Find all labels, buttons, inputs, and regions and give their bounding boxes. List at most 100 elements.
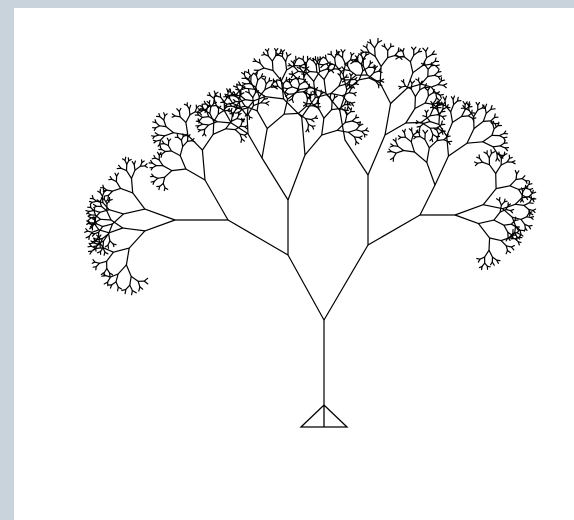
tree-branch bbox=[349, 93, 354, 94]
tree-branch bbox=[436, 66, 438, 69]
tree-branch bbox=[479, 220, 494, 224]
tree-branch bbox=[506, 210, 511, 211]
tree-branch bbox=[412, 81, 415, 83]
tree-branch bbox=[449, 143, 468, 156]
tree-branch bbox=[391, 152, 396, 154]
tree-branch bbox=[223, 100, 224, 103]
tree-branch bbox=[311, 120, 314, 122]
tree-branch bbox=[496, 158, 497, 161]
tree-branch bbox=[375, 48, 376, 57]
tree-branch bbox=[210, 106, 217, 107]
tree-branch bbox=[100, 199, 101, 202]
tree-branch bbox=[298, 80, 300, 85]
tree-branch bbox=[264, 99, 267, 100]
tree-branch bbox=[308, 124, 309, 129]
tree-branch bbox=[453, 117, 462, 123]
tree-branch bbox=[201, 129, 205, 130]
tree-branch bbox=[429, 93, 434, 96]
tree-branch bbox=[101, 219, 112, 220]
tree-branch bbox=[480, 158, 483, 162]
tree-branch bbox=[181, 140, 182, 146]
tree-branch bbox=[355, 79, 357, 80]
tree-branch bbox=[445, 100, 446, 106]
tree-branch bbox=[439, 115, 440, 125]
tree-branch bbox=[244, 71, 245, 74]
tree-branch bbox=[482, 263, 485, 266]
tree-branch bbox=[272, 61, 273, 70]
tree-branch bbox=[375, 66, 377, 68]
tree-branch bbox=[121, 188, 133, 193]
tree-branch bbox=[529, 226, 531, 229]
tree-branch bbox=[384, 44, 385, 47]
tree-branch bbox=[187, 141, 191, 142]
tree-branch bbox=[517, 233, 520, 234]
tree-branch bbox=[369, 52, 375, 56]
tree-branch bbox=[500, 146, 505, 148]
tree-branch bbox=[310, 72, 317, 73]
tree-branch bbox=[178, 137, 181, 140]
tree-branch bbox=[515, 204, 524, 205]
tree-branch bbox=[394, 153, 397, 158]
tree-branch bbox=[437, 108, 438, 111]
tree-branch bbox=[411, 142, 414, 152]
tree-branch bbox=[467, 142, 483, 143]
tree-branch bbox=[436, 93, 437, 98]
tree-branch bbox=[414, 47, 416, 50]
tree-branch bbox=[160, 184, 164, 187]
tree-branch bbox=[151, 181, 154, 182]
tree-branch bbox=[468, 116, 472, 118]
tree-branch bbox=[391, 46, 394, 47]
tree-branch bbox=[411, 89, 415, 97]
tree-branch bbox=[197, 120, 199, 121]
tree-branch bbox=[109, 210, 123, 214]
tree-branch bbox=[226, 129, 235, 130]
tree-branch bbox=[249, 73, 251, 76]
tree-branch bbox=[102, 207, 107, 211]
tree-branch bbox=[404, 129, 405, 132]
tree-branch bbox=[160, 117, 164, 120]
tree-branch bbox=[451, 112, 453, 123]
tree-branch bbox=[158, 177, 165, 178]
tree-branch bbox=[504, 225, 508, 232]
tree-branch bbox=[401, 86, 405, 87]
tree-branch bbox=[438, 72, 441, 73]
tree-branch bbox=[501, 202, 504, 205]
tree-branch bbox=[96, 263, 99, 266]
tree-branch bbox=[491, 118, 495, 121]
tree-branch bbox=[417, 126, 420, 127]
tree-branch bbox=[231, 123, 248, 134]
tree-branch bbox=[245, 127, 247, 129]
tree-branch bbox=[467, 129, 474, 144]
tree-branch bbox=[285, 92, 288, 94]
tree-branch bbox=[520, 230, 521, 234]
tree-branch bbox=[500, 143, 504, 146]
tree-branch bbox=[342, 79, 345, 81]
tree-branch bbox=[161, 136, 165, 140]
tree-branch bbox=[99, 235, 101, 238]
tree-branch bbox=[116, 182, 120, 189]
tree-branch bbox=[371, 44, 375, 48]
tree-branch bbox=[103, 241, 104, 248]
tree-branch bbox=[164, 144, 168, 146]
tree-branch bbox=[154, 178, 158, 181]
tree-branch bbox=[183, 141, 188, 146]
tree-branch bbox=[367, 44, 368, 48]
tree-branch bbox=[129, 231, 145, 248]
tree-branch bbox=[131, 276, 138, 281]
tree-branch bbox=[133, 193, 145, 209]
tree-branch bbox=[428, 91, 429, 96]
tree-branch bbox=[398, 136, 401, 138]
tree-branch bbox=[414, 52, 418, 55]
tree-branch bbox=[442, 117, 444, 120]
tree-branch bbox=[145, 220, 175, 231]
tree-branch bbox=[510, 186, 519, 190]
tree-branch bbox=[209, 122, 218, 125]
tree-branch bbox=[430, 122, 439, 125]
tree-branch bbox=[186, 169, 205, 180]
tree-branch bbox=[345, 115, 347, 123]
tree-branch bbox=[272, 56, 275, 62]
tree-branch bbox=[237, 119, 242, 120]
tree-branch bbox=[485, 263, 488, 266]
tree-branch bbox=[154, 156, 155, 159]
tree-branch bbox=[86, 229, 88, 231]
